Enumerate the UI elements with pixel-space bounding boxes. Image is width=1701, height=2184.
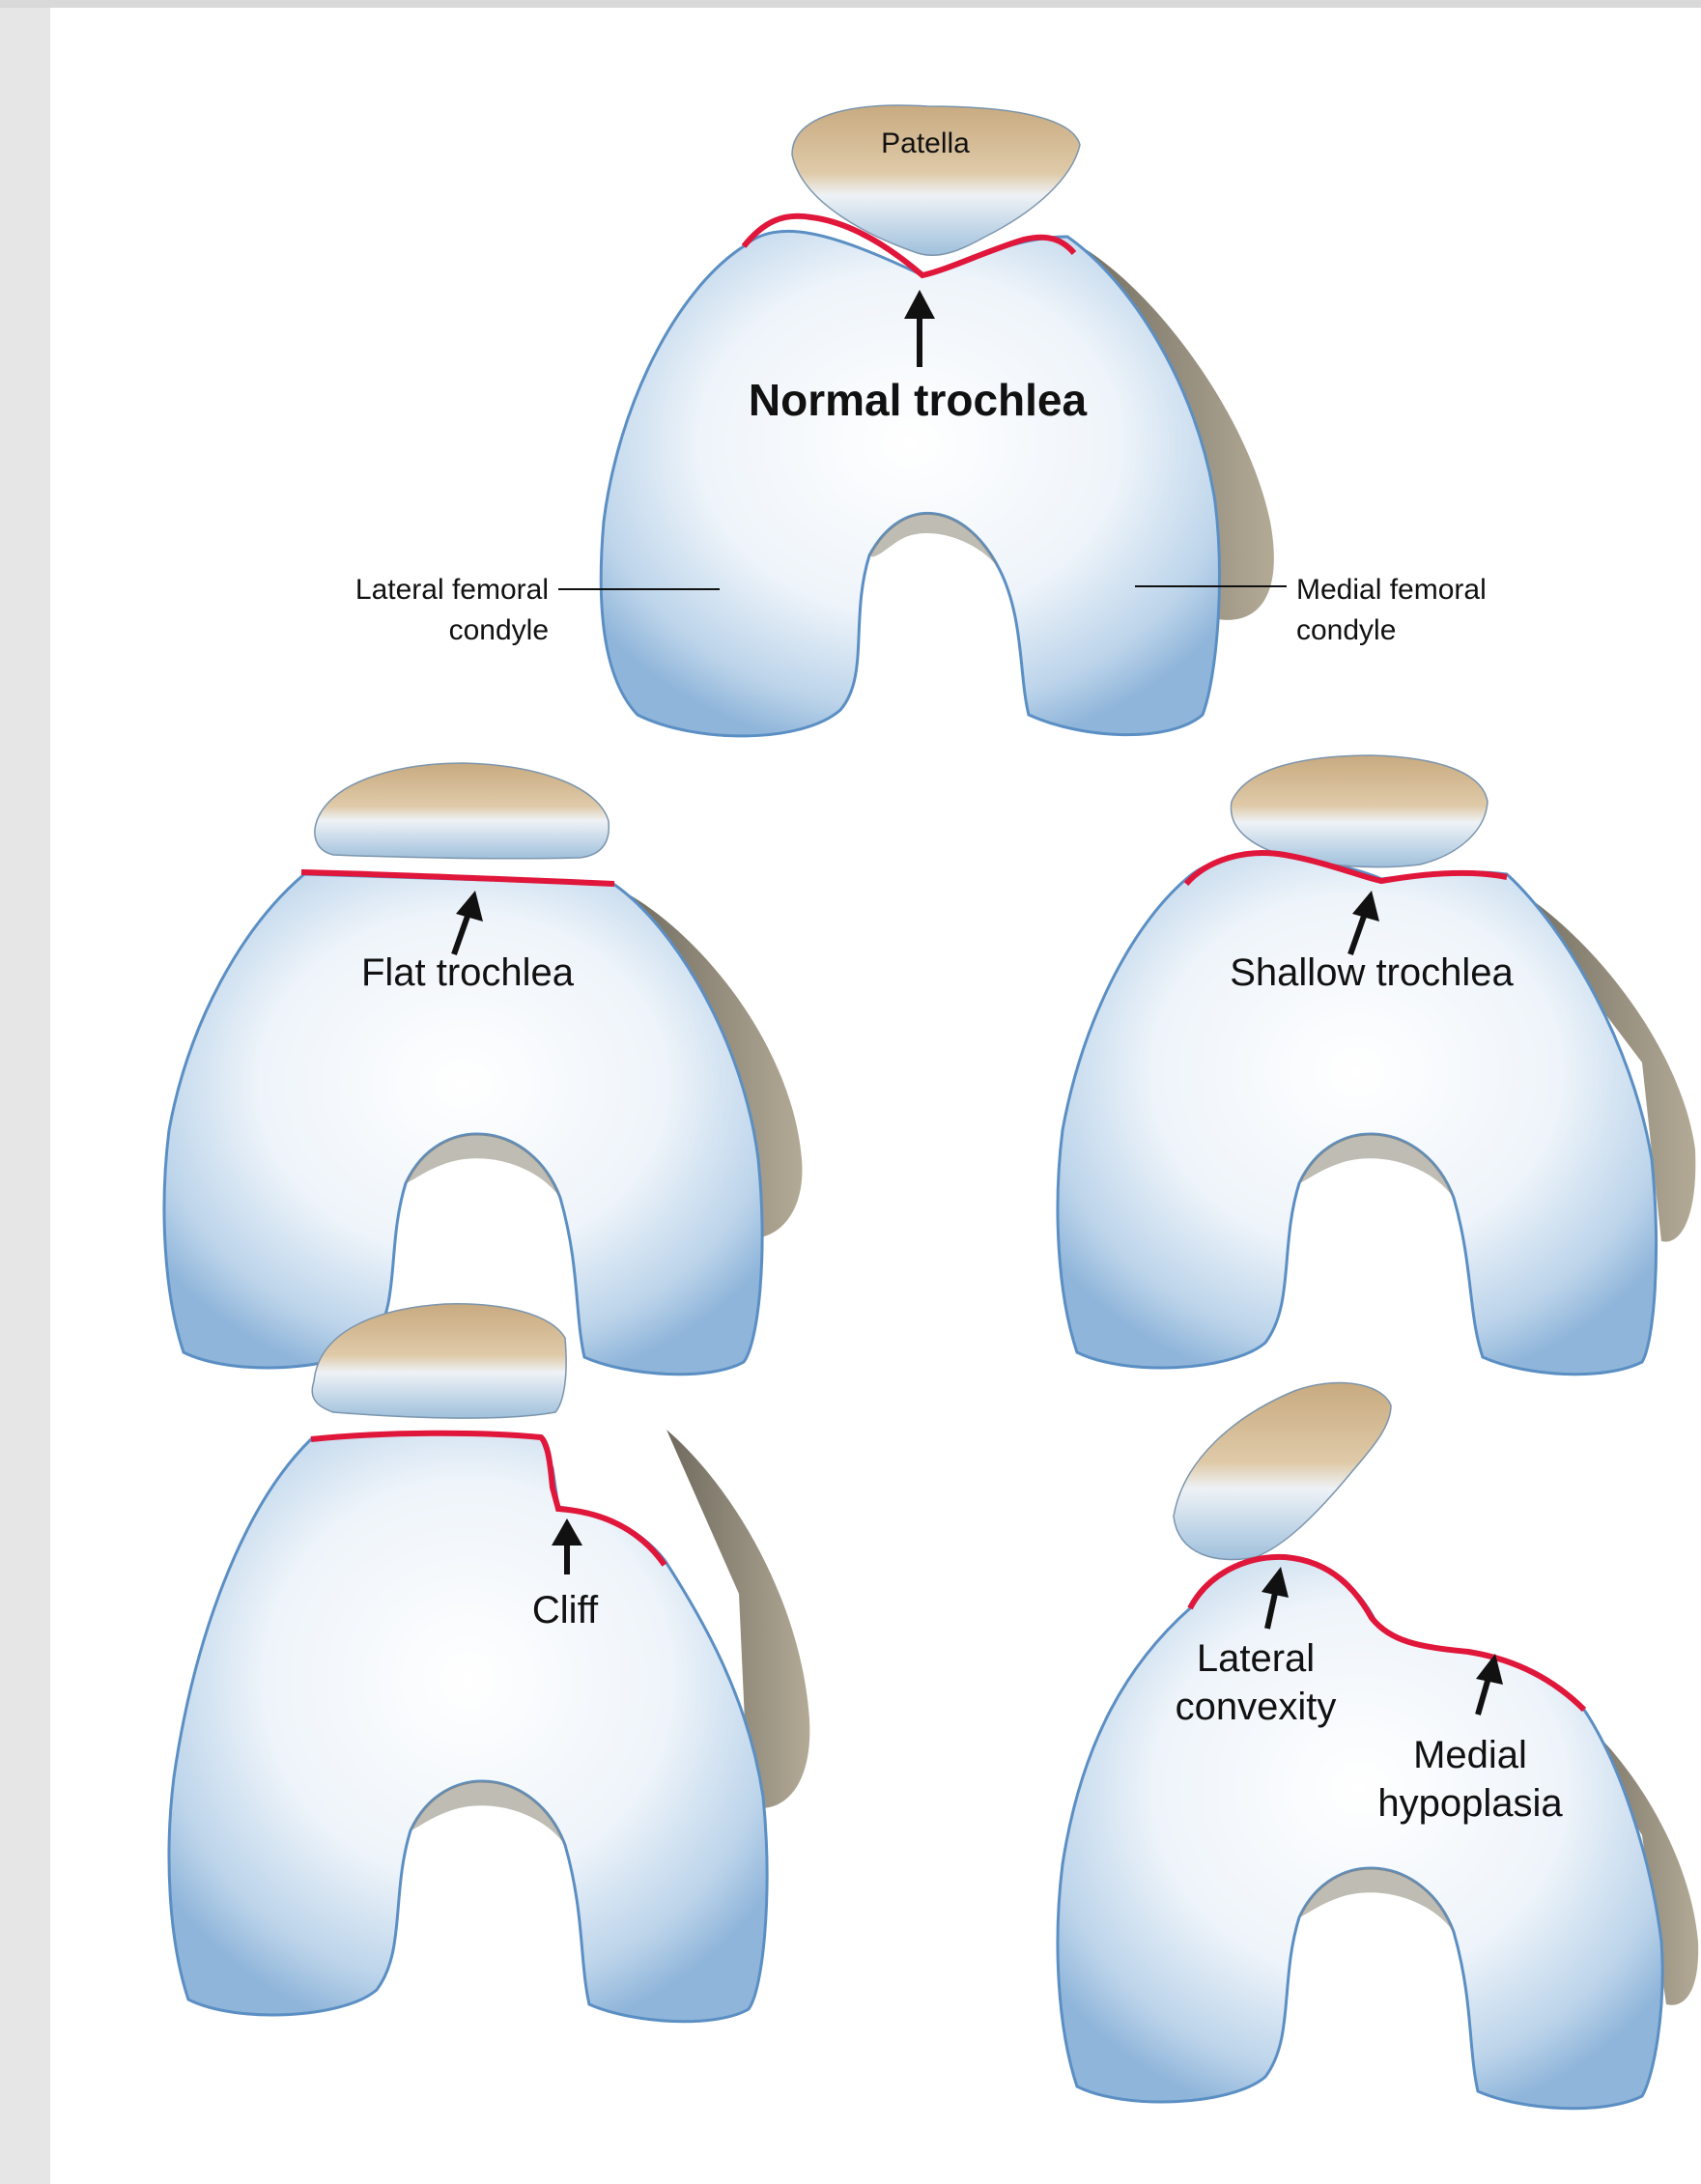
label-patella: Patella — [881, 128, 970, 159]
top-band — [0, 0, 1701, 8]
label-medial-hypoplasia-line2: hypoplasia — [1377, 1782, 1563, 1825]
label-lateral-convexity-line2: convexity — [1176, 1686, 1337, 1728]
label-lateral-convexity-line1: Lateral — [1197, 1637, 1315, 1680]
label-lateral-condyle-line2: condyle — [449, 614, 549, 646]
label-flat-trochlea: Flat trochlea — [361, 951, 575, 994]
label-lateral-condyle-line1: Lateral femoral — [355, 574, 549, 606]
label-medial-hypoplasia-line1: Medial — [1413, 1734, 1527, 1776]
label-cliff: Cliff — [532, 1589, 599, 1631]
label-medial-condyle-line2: condyle — [1296, 614, 1396, 646]
label-medial-condyle-line1: Medial femoral — [1296, 574, 1487, 606]
label-shallow-trochlea: Shallow trochlea — [1230, 951, 1514, 994]
label-normal-trochlea: Normal trochlea — [749, 375, 1088, 425]
